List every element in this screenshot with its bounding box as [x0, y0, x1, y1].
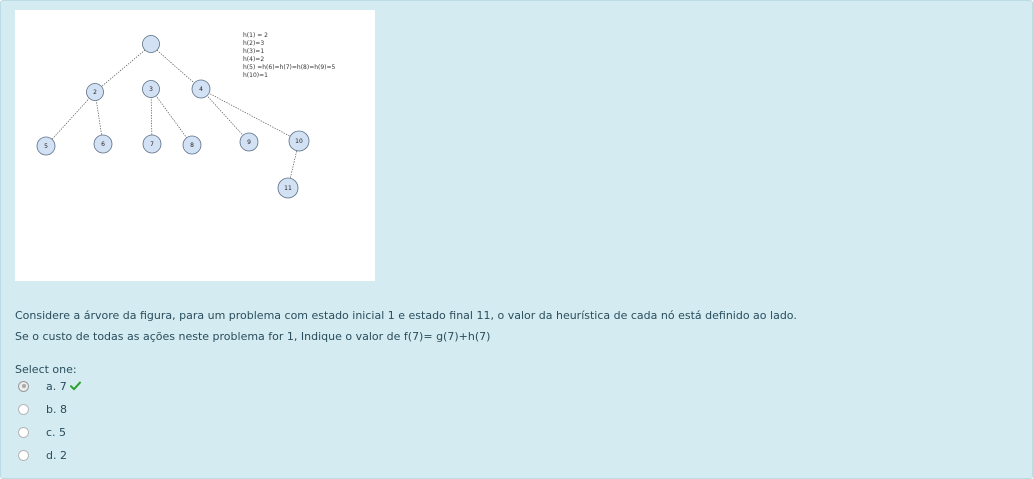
radio-button-c[interactable]	[18, 426, 29, 438]
edge-4-10	[200, 88, 300, 142]
node-label: 8	[190, 142, 194, 149]
tree-node-3: 3	[142, 80, 160, 98]
edge-3-7	[150, 88, 153, 145]
tree-node-1	[142, 35, 160, 53]
tree-node-9: 9	[239, 132, 259, 152]
node-label: 7	[150, 141, 154, 148]
answer-label-a: a. 7	[46, 379, 67, 393]
edge-1-2	[94, 44, 152, 93]
heuristic-line: h(5) =h(6)=h(7)=h(8)=h(9)=5	[243, 64, 336, 71]
heuristic-line: h(4)=2	[243, 56, 264, 63]
node-label: 3	[149, 86, 153, 93]
node-label: 4	[199, 86, 203, 93]
answer-label-d: d. 2	[46, 448, 67, 462]
heuristic-line: h(1) = 2	[243, 32, 268, 39]
node-label: 6	[101, 141, 105, 148]
heuristic-line: h(10)=1	[243, 72, 268, 79]
node-label: 9	[247, 139, 251, 146]
tree-node-5: 5	[36, 136, 56, 156]
answer-option-a[interactable]: a. 7	[18, 378, 81, 394]
tree-node-4: 4	[191, 79, 211, 99]
tree-node-2: 2	[86, 83, 104, 101]
tree-node-11: 11	[277, 177, 299, 199]
tree-node-6: 6	[93, 134, 113, 154]
node-label: 5	[44, 143, 48, 150]
edge-1-4	[150, 44, 202, 90]
node-label: 11	[284, 185, 292, 192]
radio-button-b[interactable]	[18, 403, 29, 415]
node-label: 2	[93, 89, 97, 96]
edge-3-8	[150, 88, 193, 146]
tree-node-10: 10	[288, 130, 310, 152]
answer-option-b[interactable]: b. 8	[18, 401, 67, 417]
correct-check-icon	[69, 381, 81, 391]
answer-option-d[interactable]: d. 2	[18, 447, 67, 463]
answer-option-c[interactable]: c. 5	[18, 424, 66, 440]
tree-node-7: 7	[142, 134, 162, 154]
tree-figure: 2 3 4 5 6 7 8	[15, 10, 375, 281]
tree-node-8: 8	[182, 135, 202, 155]
answer-label-b: b. 8	[46, 402, 67, 416]
heuristic-line: h(2)=3	[243, 40, 264, 47]
heuristic-list: h(1) = 2 h(2)=3 h(3)=1 h(4)=2 h(5) =h(6)…	[243, 32, 336, 79]
radio-button-a[interactable]	[18, 380, 29, 392]
edge-2-5	[45, 91, 96, 147]
tree-diagram: 2 3 4 5 6 7 8	[36, 32, 336, 199]
radio-button-d[interactable]	[18, 449, 29, 461]
select-one-label: Select one:	[15, 363, 77, 376]
heuristic-line: h(3)=1	[243, 48, 264, 55]
node-label: 10	[295, 138, 303, 145]
question-text-line1: Considere a árvore da figura, para um pr…	[15, 309, 797, 322]
question-text-line2: Se o custo de todas as ações neste probl…	[15, 330, 491, 343]
edge-4-9	[200, 88, 250, 143]
answer-label-c: c. 5	[46, 425, 67, 439]
